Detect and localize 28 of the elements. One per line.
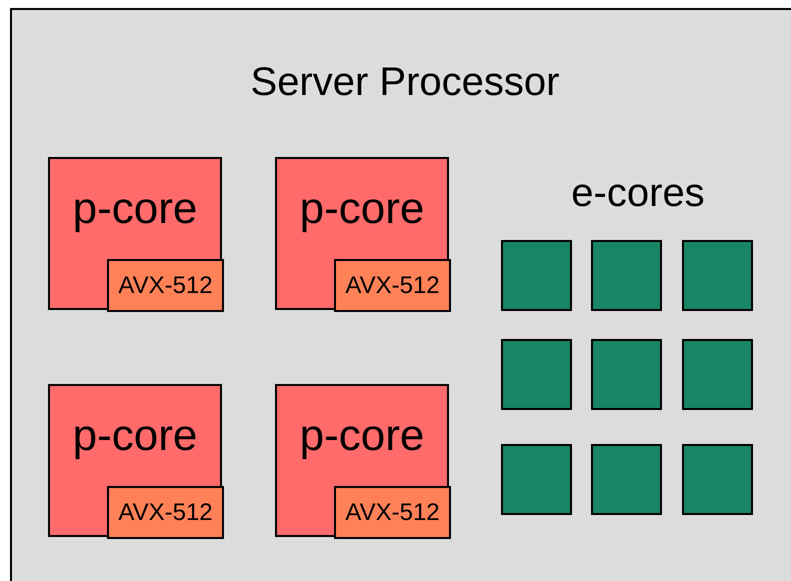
- e-core-box: [501, 339, 572, 410]
- title: Server Processor: [250, 62, 560, 102]
- core-label: p-core: [300, 187, 424, 231]
- p-core-box: [275, 157, 449, 310]
- e-core-box: [682, 339, 753, 410]
- core-label: AVX-512: [345, 500, 440, 524]
- e-core-box: [591, 444, 662, 515]
- p-core-box: [48, 384, 222, 537]
- e-core-box: [591, 240, 662, 311]
- avx-unit-box: [107, 259, 224, 312]
- core-label: AVX-512: [118, 274, 213, 298]
- e-core-box: [591, 339, 662, 410]
- e-core-box: [501, 240, 572, 311]
- group-label: e-cores: [571, 173, 705, 213]
- core-label: p-core: [300, 414, 424, 458]
- processor-box: [10, 8, 791, 581]
- p-core-box: [275, 384, 449, 537]
- core-label: p-core: [72, 414, 198, 458]
- core-label: AVX-512: [118, 500, 213, 524]
- e-core-box: [682, 240, 753, 311]
- core-label: p-core: [72, 187, 198, 231]
- avx-unit-box: [334, 486, 451, 539]
- avx-unit-box: [334, 259, 451, 312]
- avx-unit-box: [107, 486, 224, 539]
- p-core-box: [48, 157, 222, 310]
- e-core-box: [501, 444, 572, 515]
- e-core-box: [682, 444, 753, 515]
- core-label: AVX-512: [345, 274, 440, 298]
